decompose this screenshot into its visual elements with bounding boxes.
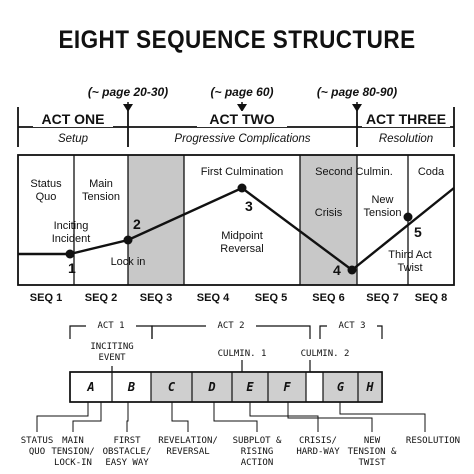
- diagram-title: EIGHT SEQUENCE STRUCTURE: [58, 26, 416, 54]
- seq-1-label: SEQ 1: [29, 292, 63, 304]
- label-crisis: Crisis: [314, 207, 343, 219]
- block-f: F: [283, 380, 291, 394]
- seq-8-label: SEQ 8: [414, 292, 448, 304]
- label-lock-in: Lock in: [110, 256, 146, 268]
- bottom-label-resolution: RESOLUTION: [405, 436, 461, 446]
- seq-5-label: SEQ 5: [254, 292, 288, 304]
- bottom-marker-lines: [111, 360, 311, 372]
- block-e: E: [246, 380, 254, 394]
- marker-culmin-1: CULMIN. 1: [217, 349, 267, 359]
- label-midpoint-reversal: Midpoint Reversal: [220, 230, 264, 255]
- page-arrows: [123, 102, 362, 112]
- block-g: G: [336, 380, 345, 394]
- marker-inciting-event: INCITING EVENT: [90, 342, 134, 363]
- act-two-label: ACT TWO: [197, 111, 287, 127]
- label-main-tension: Main Tension: [82, 178, 120, 203]
- seq6-shade: [300, 155, 357, 285]
- bottom-label-new-tension: NEW TENSION & TWIST: [347, 436, 397, 468]
- block-a: A: [87, 380, 95, 394]
- bottom-act-1: ACT 1: [86, 321, 136, 332]
- block-c: C: [167, 380, 176, 394]
- point-3-label: 3: [245, 198, 253, 214]
- act-one-sub: Setup: [57, 133, 89, 145]
- label-status-quo: Status Quo: [30, 178, 62, 203]
- chart-frame: [17, 154, 455, 286]
- bottom-label-subplot: SUBPLOT & RISING ACTION: [232, 436, 282, 468]
- act-two-sub: Progressive Complications: [174, 133, 311, 145]
- block-d: D: [208, 380, 216, 394]
- story-points: [65, 183, 413, 275]
- page-note-2: (~ page 60): [210, 85, 274, 99]
- point-2-label: 2: [133, 216, 141, 232]
- act-one-label: ACT ONE: [33, 111, 113, 127]
- bottom-label-main-tension: MAIN TENSION/ LOCK-IN: [51, 436, 95, 468]
- point-1-label: 1: [68, 260, 76, 276]
- point-1-dot: [65, 249, 75, 259]
- seq-3-label: SEQ 3: [139, 292, 173, 304]
- seq-7-label: SEQ 7: [366, 292, 399, 304]
- point-5-dot: [403, 212, 413, 222]
- block-shades: [151, 373, 382, 401]
- label-inciting-incident: Inciting Incident: [51, 220, 91, 245]
- marker-culmin-2: CULMIN. 2: [300, 349, 350, 359]
- point-4-dot: [347, 265, 357, 275]
- label-coda: Coda: [417, 166, 445, 178]
- act-three-label: ACT THREE: [362, 111, 450, 127]
- bottom-act-3: ACT 3: [327, 321, 377, 332]
- seq-4-label: SEQ 4: [196, 292, 230, 304]
- act-bracket: [17, 107, 455, 147]
- bottom-label-crisis: CRISIS/ HARD-WAY: [296, 436, 340, 457]
- label-second-culmin: Second Culmin.: [315, 166, 393, 178]
- block-dividers: [111, 372, 359, 402]
- point-3-dot: [237, 183, 247, 193]
- act-three-sub: Resolution: [378, 133, 434, 145]
- label-new-tension: New Tension: [363, 194, 402, 219]
- page-note-3: (~ page 80-90): [316, 85, 398, 99]
- tension-line: [18, 186, 455, 272]
- block-h: H: [366, 380, 374, 394]
- seq-2-label: SEQ 2: [84, 292, 118, 304]
- point-2-dot: [123, 235, 133, 245]
- label-first-culmination: First Culmination: [200, 166, 284, 178]
- label-third-act-twist: Third Act Twist: [388, 249, 432, 274]
- bottom-label-revelation: REVELATION/ REVERSAL: [158, 436, 218, 457]
- column-dividers: [73, 155, 409, 285]
- bottom-act-2: ACT 2: [206, 321, 256, 332]
- blocks-outline: [69, 371, 383, 403]
- bottom-label-status-quo: STATUS QUO: [20, 436, 54, 457]
- leader-lines: [36, 402, 426, 432]
- point-5-label: 5: [414, 224, 422, 240]
- seq-6-label: SEQ 6: [312, 292, 345, 304]
- bottom-label-first-obstacle: FIRST OBSTACLE/ EASY WAY: [102, 436, 152, 468]
- block-b: B: [127, 380, 136, 394]
- page-note-1: (~ page 20-30): [87, 85, 169, 99]
- point-4-label: 4: [333, 262, 341, 278]
